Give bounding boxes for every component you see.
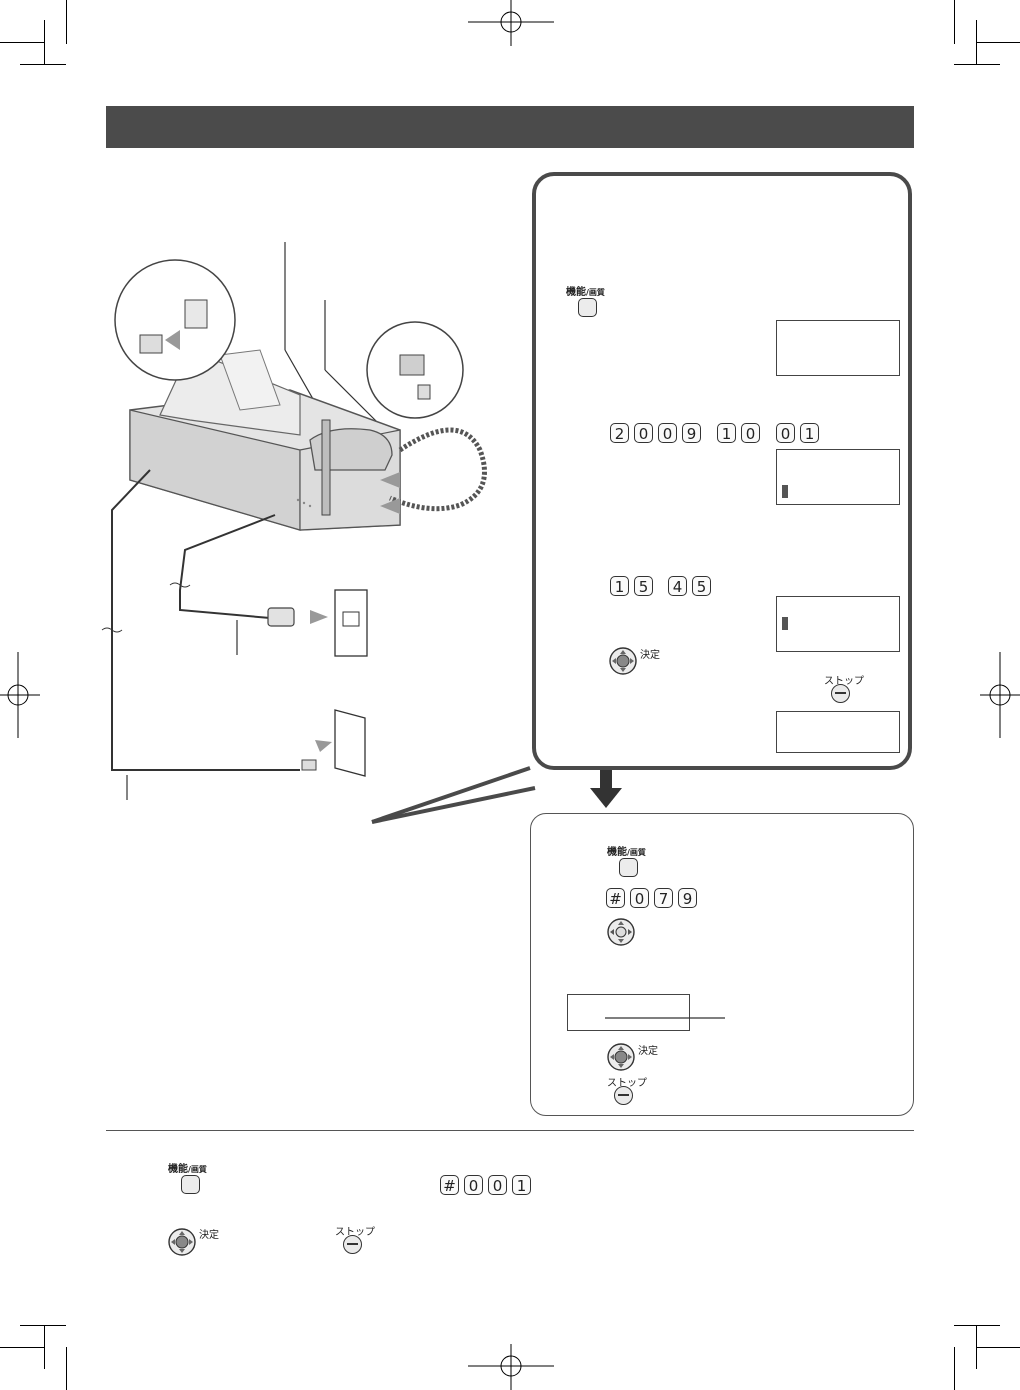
fax-connection-illustration — [101, 242, 487, 800]
key-hash[interactable]: # — [440, 1175, 459, 1195]
crop-mark — [66, 0, 67, 44]
crop-mark — [954, 1347, 955, 1390]
section-header-bar — [106, 106, 914, 148]
function-key-label: 機能/画質 — [168, 1164, 207, 1175]
function-key-label: 機能/画質 — [566, 287, 605, 298]
crop-mark — [20, 1325, 66, 1326]
stop-button[interactable] — [343, 1235, 362, 1254]
lcd-display-3 — [776, 596, 900, 652]
enter-label: 決定 — [640, 650, 660, 661]
down-arrow-icon — [590, 770, 622, 808]
registration-mark-right — [980, 652, 1020, 738]
key-0[interactable]: 0 — [630, 888, 649, 908]
crop-mark — [20, 64, 66, 65]
enter-label: 決定 — [638, 1046, 658, 1057]
function-key-label: 機能/画質 — [607, 847, 646, 858]
crop-mark — [976, 42, 1020, 43]
crop-mark — [0, 1347, 44, 1348]
key-0[interactable]: 0 — [488, 1175, 507, 1195]
stop-button[interactable] — [614, 1086, 633, 1105]
stop-button[interactable] — [831, 684, 850, 703]
crop-mark — [44, 20, 45, 64]
key-0[interactable]: 0 — [741, 423, 760, 443]
key-1[interactable]: 1 — [717, 423, 736, 443]
stop-label: ストップ — [824, 676, 864, 687]
lcd-cursor — [782, 485, 788, 498]
key-2[interactable]: 2 — [610, 423, 629, 443]
crop-mark — [976, 1347, 1020, 1348]
section-divider — [106, 1130, 914, 1131]
registration-mark-bottom — [468, 1344, 554, 1390]
crop-mark — [0, 42, 44, 43]
enter-navigator-button[interactable] — [167, 1227, 197, 1257]
key-1[interactable]: 1 — [512, 1175, 531, 1195]
key-7[interactable]: 7 — [654, 888, 673, 908]
lcd-callout-line — [605, 1017, 725, 1019]
crop-mark — [954, 1325, 1000, 1326]
enter-navigator-button[interactable] — [608, 646, 638, 676]
lcd-display-2 — [776, 449, 900, 505]
function-button[interactable] — [619, 858, 638, 877]
registration-mark-top — [468, 0, 554, 46]
crop-mark — [954, 64, 1000, 65]
key-0[interactable]: 0 — [464, 1175, 483, 1195]
settings-sub-panel — [530, 813, 914, 1116]
key-1[interactable]: 1 — [610, 576, 629, 596]
function-button[interactable] — [578, 298, 597, 317]
key-0[interactable]: 0 — [634, 423, 653, 443]
registration-mark-left — [0, 652, 40, 738]
key-4[interactable]: 4 — [668, 576, 687, 596]
key-5[interactable]: 5 — [634, 576, 653, 596]
lcd-display-4 — [776, 711, 900, 753]
key-1[interactable]: 1 — [800, 423, 819, 443]
navigator-button[interactable] — [606, 917, 636, 947]
key-hash[interactable]: # — [606, 888, 625, 908]
crop-mark — [66, 1347, 67, 1390]
lcd-display-1 — [776, 320, 900, 376]
key-0[interactable]: 0 — [776, 423, 795, 443]
key-0[interactable]: 0 — [658, 423, 677, 443]
lcd-display-sub — [567, 994, 690, 1031]
enter-navigator-button[interactable] — [606, 1042, 636, 1072]
key-9[interactable]: 9 — [682, 423, 701, 443]
crop-mark — [976, 20, 977, 64]
lcd-cursor — [782, 617, 788, 630]
callout-pointer — [371, 766, 536, 824]
key-9[interactable]: 9 — [678, 888, 697, 908]
stop-label: ストップ — [607, 1078, 647, 1089]
enter-label: 決定 — [199, 1230, 219, 1241]
stop-label: ストップ — [335, 1227, 375, 1238]
function-button[interactable] — [181, 1175, 200, 1194]
crop-mark — [954, 0, 955, 44]
key-5[interactable]: 5 — [692, 576, 711, 596]
crop-mark — [976, 1325, 977, 1369]
crop-mark — [44, 1325, 45, 1369]
